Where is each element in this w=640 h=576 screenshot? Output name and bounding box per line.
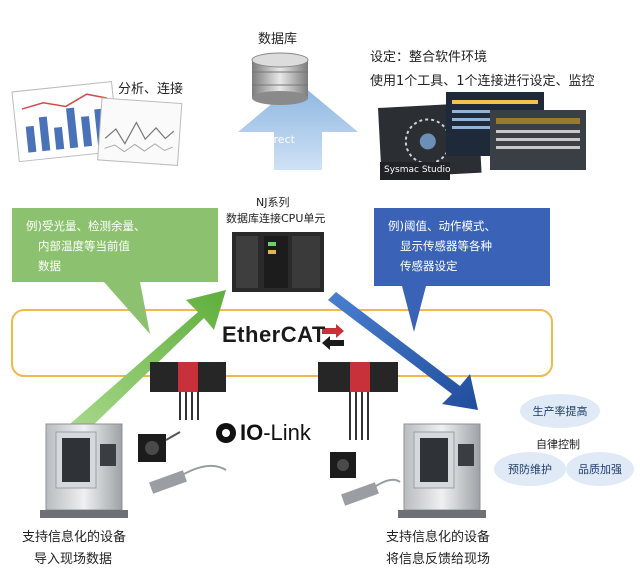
left-callout-line: 数据 xyxy=(38,259,61,273)
iolink-master-right-icon xyxy=(318,362,398,440)
right-callout-line: 传感器设定 xyxy=(400,259,458,273)
iolink-logo-icon xyxy=(216,423,236,443)
left-callout-line: 内部温度等当前值 xyxy=(38,239,130,253)
right-callout-box xyxy=(374,208,550,332)
left-sensor-icon xyxy=(138,431,181,462)
left-device-label: 支持信息化的设备 xyxy=(22,530,127,545)
direct-label: Direct xyxy=(262,133,295,146)
database-icon xyxy=(251,52,309,105)
analysis-screens-icon xyxy=(11,80,183,166)
right-device-caption: 将信息反馈给现场 xyxy=(386,552,491,567)
green-data-arrow xyxy=(70,290,226,436)
iolink-logo: IO-Link xyxy=(240,420,311,446)
controller-icon xyxy=(232,232,324,292)
right-callout-line: 例)阈值、动作模式、 xyxy=(388,219,496,233)
left-callout-box xyxy=(12,208,218,334)
upload-arrow xyxy=(238,82,358,170)
left-device-caption: 导入现场数据 xyxy=(34,552,113,567)
ethercat-logo: EtherCAT xyxy=(222,322,326,348)
left-proximity-sensor-icon xyxy=(149,464,227,494)
left-callout-line: 例)受光量、检测余量、 xyxy=(26,219,146,233)
right-callout-text: 例)阈值、动作模式、 显示传感器等各种 传感器设定 xyxy=(388,216,496,276)
right-device-label: 支持信息化的设备 xyxy=(386,530,491,545)
right-proximity-sensor-icon xyxy=(341,478,401,506)
ethercat-logo-suffix: CAT xyxy=(280,322,326,347)
iolink-logo-suffix: -Link xyxy=(263,420,311,445)
benefit-productivity: 生产率提高 xyxy=(520,394,600,428)
ethercat-ring xyxy=(11,309,553,377)
right-machine-icon xyxy=(398,423,486,518)
iolink-master-left-icon xyxy=(150,362,226,420)
benefit-autonomous: 自律控制 xyxy=(536,438,580,451)
software-screens-icon xyxy=(378,92,586,180)
ethercat-logo-prefix: Ether xyxy=(222,322,281,347)
iolink-logo-prefix: IO xyxy=(240,420,264,445)
settings-title: 设定：整合软件环境 xyxy=(370,50,488,65)
right-callout-line: 显示传感器等各种 xyxy=(400,239,492,253)
left-callout-text: 例)受光量、检测余量、 内部温度等当前值 数据 xyxy=(26,216,146,276)
left-machine-icon xyxy=(40,423,128,518)
blue-settings-arrow xyxy=(328,292,478,410)
benefit-maintenance: 预防维护 xyxy=(494,452,566,486)
right-sensor-icon xyxy=(330,452,356,478)
analysis-label: 分析、连接 xyxy=(118,82,184,97)
database-label: 数据库 xyxy=(258,32,298,47)
settings-subtitle: 使用1个工具、1个连接进行设定、监控 xyxy=(370,74,595,89)
ethercat-logo-arrows-icon xyxy=(322,324,344,350)
benefit-quality: 品质加强 xyxy=(566,452,634,486)
controller-unit-label: 数据库连接CPU单元 xyxy=(226,212,326,225)
software-name: Sysmac Studio xyxy=(384,165,451,175)
controller-series-label: NJ系列 xyxy=(256,196,290,209)
